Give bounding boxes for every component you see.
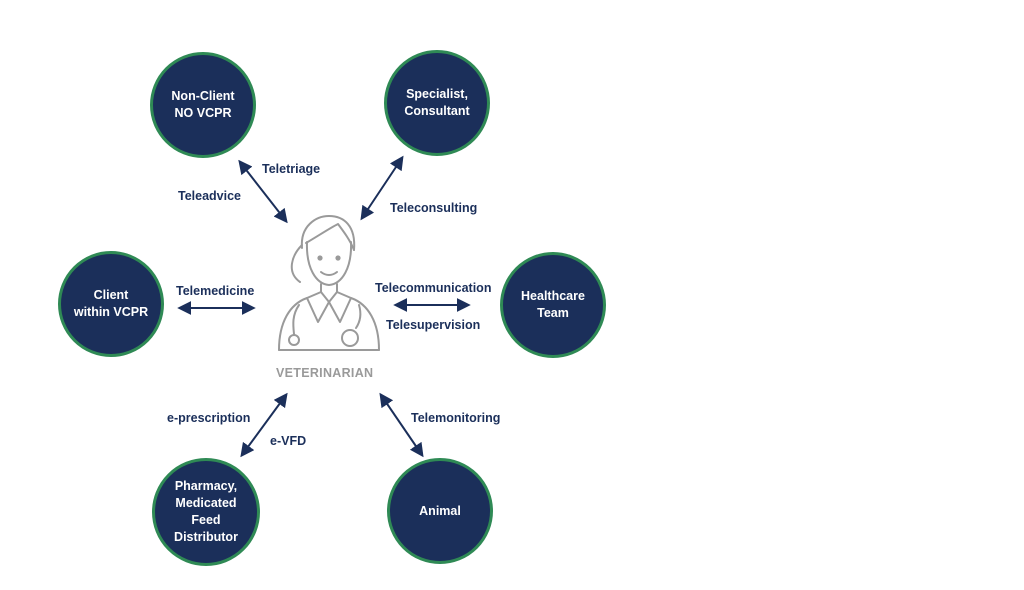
node-healthcare: Healthcare Team <box>500 252 606 358</box>
center-label: VETERINARIAN <box>276 366 374 380</box>
node-non-client-label: Non-Client NO VCPR <box>171 89 235 120</box>
label-telemonitoring: Telemonitoring <box>411 411 501 425</box>
arrow-specialist <box>360 155 404 221</box>
node-specialist-label: Specialist, Consultant <box>404 87 470 118</box>
arrow-non-client <box>238 159 288 224</box>
node-client: Client within VCPR <box>58 251 164 357</box>
node-specialist: Specialist, Consultant <box>384 50 490 156</box>
node-pharmacy: Pharmacy, Medicated Feed Distributor <box>152 458 260 566</box>
node-non-client: Non-Client NO VCPR <box>150 52 256 158</box>
node-healthcare-label: Healthcare Team <box>521 289 585 320</box>
label-telecommunication: Telecommunication <box>375 281 492 295</box>
label-e-vfd: e-VFD <box>270 434 307 448</box>
label-telesupervision: Telesupervision <box>386 318 481 332</box>
arrow-animal <box>379 392 424 458</box>
label-e-prescription: e-prescription <box>167 411 251 425</box>
node-pharmacy-label: Pharmacy, Medicated Feed Distributor <box>174 479 238 544</box>
label-teletriage: Teletriage <box>262 162 321 176</box>
label-teleconsulting: Teleconsulting <box>390 201 478 215</box>
label-teleadvice: Teleadvice <box>178 189 242 203</box>
node-animal-label: Animal <box>419 503 461 518</box>
node-animal: Animal <box>387 458 493 564</box>
node-client-label: Client within VCPR <box>73 288 149 319</box>
label-telemedicine: Telemedicine <box>176 284 255 298</box>
arrow-pharmacy <box>240 392 288 458</box>
